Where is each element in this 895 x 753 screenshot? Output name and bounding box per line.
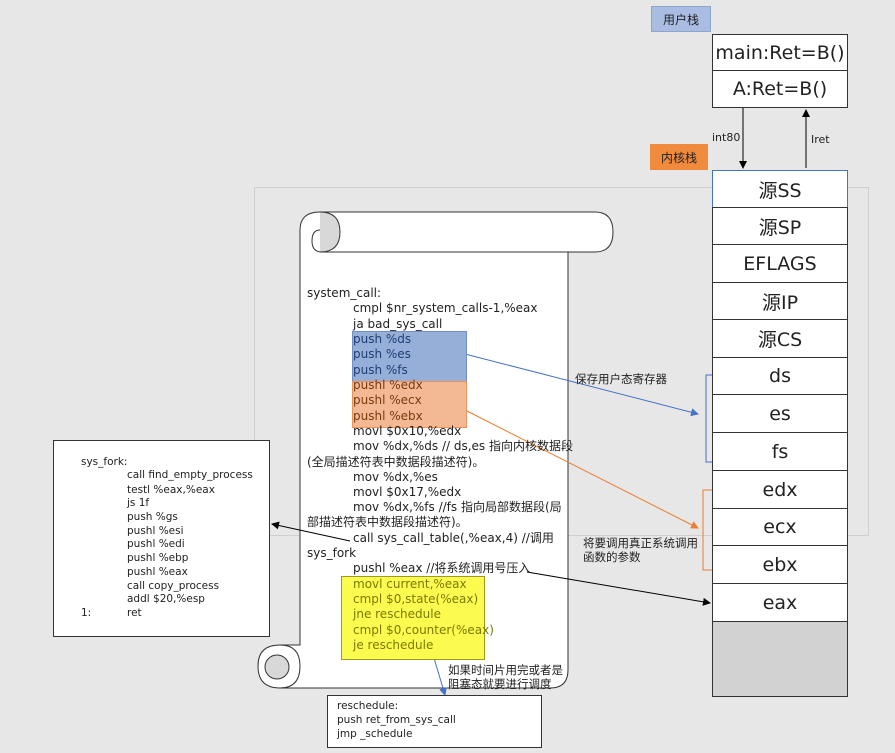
- sys-fork-line: ret: [127, 607, 142, 619]
- kernel-stack-cell: eax: [712, 583, 848, 622]
- sys-fork-title: sys_fork:: [81, 456, 128, 468]
- user-stack-tag: 用户栈: [651, 6, 711, 32]
- code-line-blue: push %es: [353, 347, 411, 361]
- kernel-stack-cell: 源CS: [712, 319, 848, 358]
- kernel-stack-cell: EFLAGS: [712, 244, 848, 283]
- code-line: mov %dx,%fs //fs 指向局部数据段(局: [353, 500, 562, 514]
- scroll-shape: [257, 211, 614, 689]
- kernel-stack-cell: 源SP: [712, 207, 848, 245]
- sys-fork-line: pushl %eax: [127, 566, 188, 578]
- code-line-yellow: cmpl $0,state(%eax): [353, 592, 479, 606]
- code-line-yellow: jne reschedule: [353, 607, 441, 621]
- sys-fork-line: call find_empty_process: [127, 469, 253, 481]
- code-line: (全局描述符表中数据段描述符)。: [307, 455, 485, 469]
- code-line: sys_fork: [307, 546, 357, 560]
- reschedule-label: reschedule:: [337, 700, 399, 712]
- kernel-stack-cell: 源IP: [712, 282, 848, 320]
- push-params-label: 将要调用真正系统调用函数的参数: [583, 536, 698, 564]
- reschedule-box: reschedule: push ret_from_sys_call jmp _…: [327, 695, 542, 748]
- code-line: cmpl $nr_system_calls-1,%eax: [353, 301, 538, 315]
- sys-fork-line: js 1f: [127, 497, 150, 509]
- highlight-orange: [352, 381, 467, 428]
- code-line-orange: pushl %ecx: [353, 393, 422, 407]
- code-line: mov %dx,%es: [353, 470, 438, 484]
- iret-label: Iret: [811, 133, 830, 146]
- code-line-yellow: cmpl $0,counter(%eax): [353, 623, 494, 637]
- sys-fork-line: pushl %esi: [127, 525, 184, 537]
- code-line-orange: pushl %edx: [353, 378, 423, 392]
- sys-fork-line: pushl %edi: [127, 538, 185, 550]
- sys-fork-line: pushl %ebp: [127, 552, 189, 564]
- kernel-stack-cell: edx: [712, 470, 848, 509]
- code-line: movl $0x10,%edx: [353, 424, 462, 438]
- sys-fork-line: push %gs: [127, 511, 178, 523]
- eax-arrow: [526, 571, 711, 606]
- code-line: ja bad_sys_call: [353, 317, 443, 331]
- kernel-stack-cell: ebx: [712, 545, 848, 584]
- system-call-label: system_call:: [307, 286, 382, 300]
- code-line-yellow: movl current,%eax: [353, 577, 467, 591]
- orange-brace: [702, 489, 712, 571]
- sys-fork-box: sys_fork: call find_empty_process testl …: [53, 440, 270, 637]
- code-line: 部描述符表中数据段描述符)。: [307, 515, 468, 529]
- int80-label: int80: [712, 131, 741, 144]
- kernel-stack-empty: [712, 621, 848, 697]
- code-line: movl $0x17,%edx: [353, 485, 462, 499]
- blue-brace: [705, 374, 712, 463]
- sys-fork-line: testl %eax,%eax: [127, 484, 215, 496]
- kernel-stack-cell: ds: [712, 357, 848, 395]
- highlight-yellow: [341, 576, 485, 660]
- sys-fork-line: addl $20,%esp: [127, 593, 205, 605]
- kernel-stack-cell: es: [712, 394, 848, 433]
- save-regs-arrow: [464, 353, 699, 417]
- user-stack-cell: A:Ret=B(): [712, 70, 848, 108]
- code-line-yellow: je reschedule: [353, 638, 434, 652]
- kernel-stack-cell: fs: [712, 432, 848, 471]
- code-line: pushl %eax //将系统调用号压入: [353, 561, 531, 575]
- sys-fork-line: call copy_process: [127, 580, 220, 592]
- user-stack-cell: main:Ret=B(): [712, 34, 848, 71]
- code-line-blue: push %ds: [353, 332, 412, 346]
- reschedule-note: 如果时间片用完或者是阻塞态就要进行调度: [448, 663, 563, 691]
- reschedule-line: jmp _schedule: [337, 728, 413, 740]
- code-line-orange: pushl %ebx: [353, 409, 423, 423]
- sys-fork-label-1: 1:: [81, 607, 92, 619]
- call-sys-fork-arrow: [271, 521, 351, 542]
- code-line: call sys_call_table(,%eax,4) //调用: [353, 531, 554, 545]
- reschedule-line: push ret_from_sys_call: [337, 714, 456, 726]
- kernel-stack-cell: 源SS: [712, 170, 848, 208]
- params-arrow: [464, 409, 699, 529]
- code-line-blue: push %fs: [353, 363, 408, 377]
- kernel-stack-cell: ecx: [712, 508, 848, 546]
- save-regs-label: 保存用户态寄存器: [575, 372, 667, 386]
- kernel-stack-tag: 内核栈: [650, 144, 708, 170]
- code-line: mov %dx,%ds // ds,es 指向内核数据段: [353, 439, 574, 453]
- reschedule-arrow: [433, 657, 447, 696]
